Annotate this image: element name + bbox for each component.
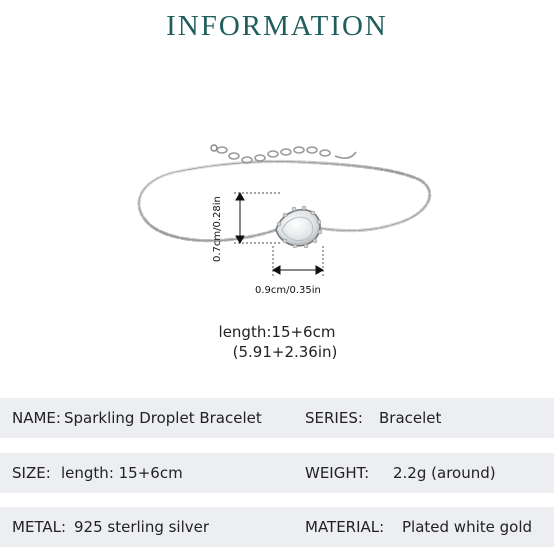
metal-value: 925 sterling silver <box>74 518 210 536</box>
length-cm: length:15+6cm <box>218 323 336 341</box>
name-value: Sparkling Droplet Bracelet <box>64 409 262 427</box>
series-value: Bracelet <box>379 409 442 427</box>
length-in: (5.91+2.36in) <box>232 343 338 361</box>
height-dimension: 0.7cm/0.28in <box>212 190 236 270</box>
page-title: INFORMATION <box>166 10 388 42</box>
bracelet-image <box>137 144 432 276</box>
spec-row-size: SIZE: length: 15+6cm WEIGHT: 2.2g (aroun… <box>0 453 554 493</box>
height-dimension-label: 0.7cm/0.28in <box>212 196 223 262</box>
weight-label: WEIGHT: <box>305 464 370 482</box>
metal-label: METAL: <box>12 518 67 536</box>
weight-value: 2.2g (around) <box>393 464 496 482</box>
spec-row-name: NAME: Sparkling Droplet Bracelet SERIES:… <box>0 398 554 438</box>
size-value: length: 15+6cm <box>61 464 183 482</box>
spec-row-metal: METAL: 925 sterling silver MATERIAL: Pla… <box>0 507 554 547</box>
width-dimension-label: 0.9cm/0.35in <box>255 285 321 296</box>
size-label: SIZE: <box>12 464 51 482</box>
length-info: length:15+6cm (5.91+2.36in) <box>0 322 554 362</box>
material-label: MATERIAL: <box>305 518 385 536</box>
name-label: NAME: <box>12 409 61 427</box>
series-label: SERIES: <box>305 409 363 427</box>
material-value: Plated white gold <box>402 518 533 536</box>
